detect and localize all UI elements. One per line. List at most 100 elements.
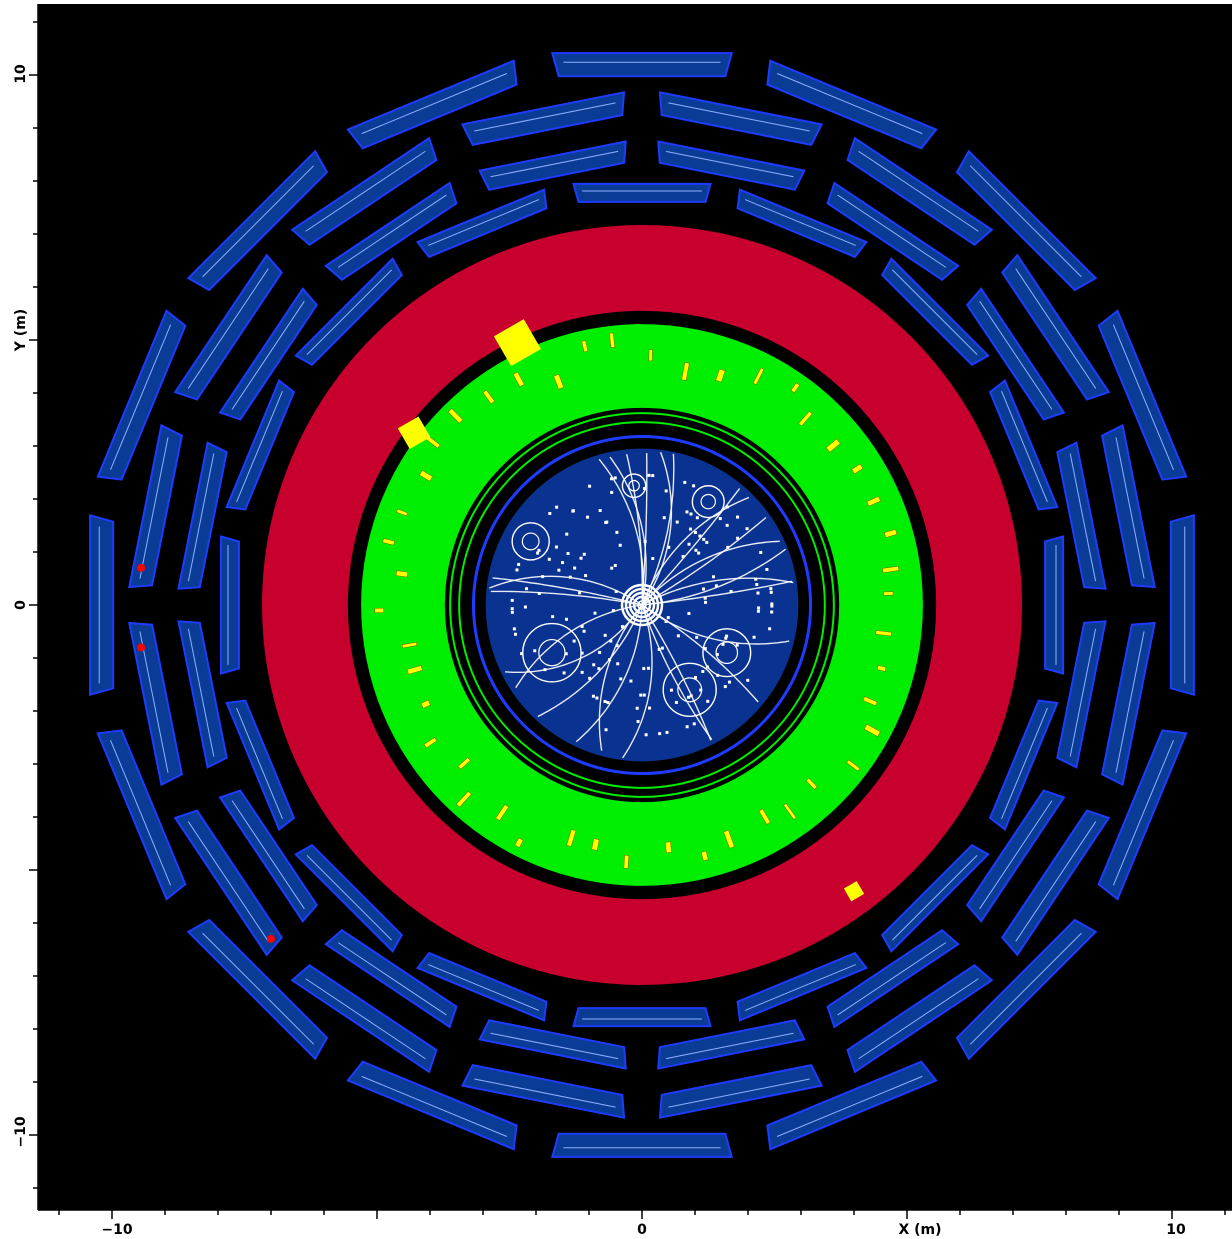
em-cell-deposit <box>825 438 841 453</box>
muon-chamber-line <box>1115 437 1145 579</box>
muon-chamber-segment <box>550 52 734 78</box>
tracker-hit <box>693 676 697 680</box>
tracker-hit <box>702 587 706 591</box>
muon-chamber-line <box>665 1032 794 1060</box>
tracker-hit <box>562 671 566 675</box>
muon-chamber-segment <box>173 809 283 957</box>
em-cell-deposit <box>581 340 589 353</box>
muon-chamber-line <box>187 821 269 942</box>
em-cell-deposit <box>883 529 898 538</box>
em-cell-deposit <box>447 408 464 424</box>
tracker-hit <box>658 732 662 736</box>
tracker-hits <box>510 473 774 737</box>
tracker-hit <box>592 663 596 667</box>
tracker-hit <box>647 473 651 477</box>
tracker-hit <box>593 611 597 615</box>
muon-chamber-line <box>1069 628 1097 757</box>
muon-chamber-line <box>1112 739 1174 886</box>
tracker-hit <box>755 583 759 587</box>
x-tick-label-neg10: −10 <box>101 1222 132 1238</box>
muon-chamber-line <box>110 739 172 886</box>
em-cell-deposit <box>566 829 577 847</box>
muon-chamber-segment <box>658 91 824 147</box>
charged-track <box>490 590 643 606</box>
tracker-hit <box>756 591 760 595</box>
muon-chamber-segment <box>177 441 228 590</box>
em-cell-deposit <box>715 368 726 383</box>
tracker-hit <box>579 556 583 560</box>
charged-track <box>537 604 643 718</box>
tracker-hit <box>580 670 584 674</box>
tracker-hit <box>582 629 586 633</box>
tracker-hit <box>571 509 575 513</box>
em-cell-deposit <box>883 591 894 596</box>
tracker-hit <box>725 634 729 638</box>
em-cell-deposit <box>700 850 709 862</box>
tracker-hit <box>721 642 725 646</box>
tracker-hit <box>756 609 760 613</box>
charged-track <box>598 604 643 751</box>
charged-track <box>575 604 643 743</box>
y-axis-label: Y (m) <box>13 309 29 352</box>
tracker-hit <box>615 530 619 534</box>
tracker-hit <box>609 639 613 643</box>
tracker-hit <box>648 706 652 710</box>
em-cell-deposit <box>866 496 881 507</box>
looping-track <box>702 628 752 678</box>
charged-track <box>641 604 713 740</box>
muon-chamber-line <box>979 800 1053 910</box>
tracker-hit <box>736 515 740 519</box>
tracker-hit <box>595 696 599 700</box>
em-cell-deposit <box>876 664 887 672</box>
muon-chamber-line <box>337 942 447 1016</box>
tracker-hit <box>703 596 707 600</box>
muon-chamber-line <box>1001 707 1048 819</box>
charged-track <box>641 452 673 606</box>
tracker-hit <box>515 568 519 572</box>
em-cell-deposit <box>456 790 472 808</box>
tracker-hit <box>588 676 592 680</box>
tracker-hit <box>695 635 699 639</box>
muon-chamber-line <box>776 1075 923 1137</box>
charged-track <box>641 548 787 606</box>
charged-track <box>626 454 643 606</box>
tracker-hit <box>614 589 618 593</box>
tracker-hit <box>517 562 521 566</box>
muon-chamber-line <box>744 964 856 1011</box>
muon-chamber-line <box>979 300 1053 410</box>
tracker-hit <box>598 650 602 654</box>
muon-chamber-segment <box>1056 620 1107 769</box>
muon-chamber-segment <box>846 964 994 1074</box>
muon-chamber-segment <box>572 1007 712 1028</box>
tracker-hit <box>525 587 529 591</box>
em-calorimeter-cells <box>374 332 900 869</box>
muon-chamber-segment <box>290 136 438 246</box>
muon-chamber-line <box>187 268 269 389</box>
tracker-hit <box>586 515 590 519</box>
tracker-hit <box>705 540 709 544</box>
tracker-hit <box>699 688 703 692</box>
tracker-hit <box>537 548 541 552</box>
tracker-hit <box>770 610 774 614</box>
tracker-hit <box>572 639 576 643</box>
em-cell-deposit <box>875 630 892 637</box>
muon-chamber-segment <box>460 1063 626 1119</box>
tracker-hit <box>639 693 643 697</box>
hadronic-energy-deposit <box>397 416 431 450</box>
tracker-hit <box>667 545 671 549</box>
muon-layer-1 <box>89 52 1195 1158</box>
tracker-hit <box>565 532 569 536</box>
tracker-hit <box>610 566 614 570</box>
tracker-hit <box>582 552 586 556</box>
charged-track <box>489 575 643 606</box>
tracker-hit <box>685 725 689 729</box>
muon-chamber-line <box>1069 453 1097 582</box>
looping-track <box>662 662 717 717</box>
muon-chamber-line <box>858 978 979 1060</box>
muon-chamber-line <box>428 199 540 246</box>
tracker-hit <box>687 612 691 616</box>
muon-chamber-line <box>139 631 169 773</box>
hadronic-energy-deposit <box>843 881 865 902</box>
tracker-hit <box>510 598 514 602</box>
